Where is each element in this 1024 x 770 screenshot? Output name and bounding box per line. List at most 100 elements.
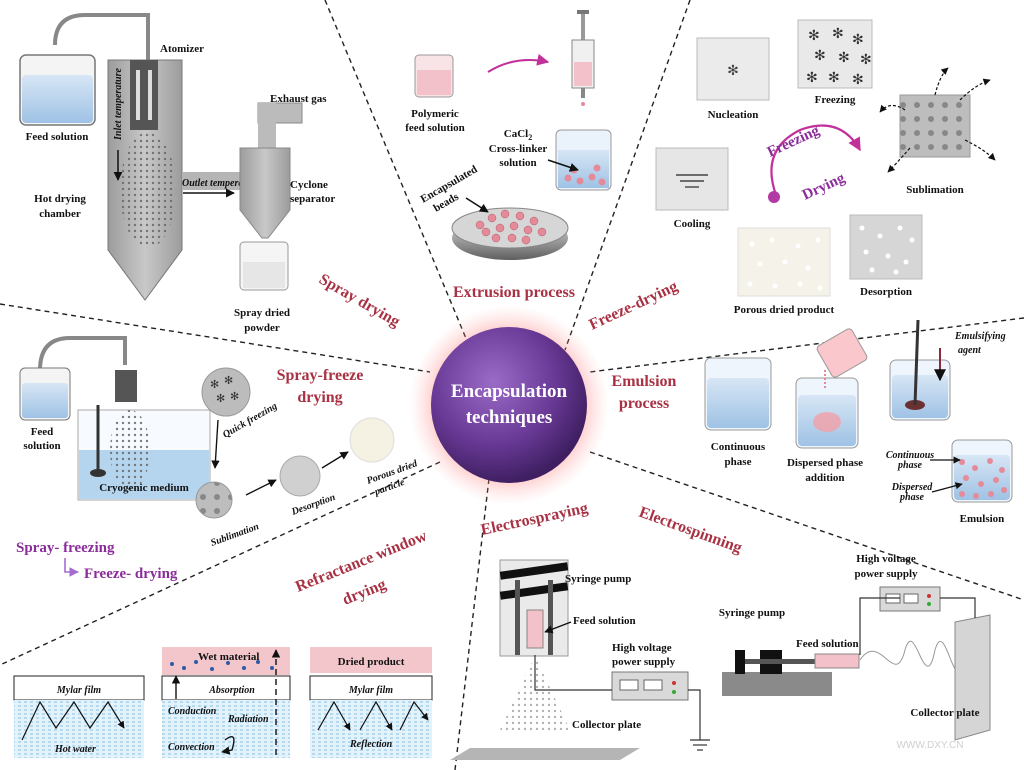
- svg-text:✻: ✻: [814, 48, 826, 64]
- section-spray-freeze-line1: Spray-freeze: [277, 367, 364, 384]
- svg-text:✻: ✻: [224, 374, 233, 387]
- cooling-label: Cooling: [674, 218, 711, 230]
- dispersed-small-2: phase: [899, 492, 924, 503]
- exhaust-gas-label: Exhaust gas: [270, 93, 327, 105]
- outlet-temperature-label: Outlet temperature: [182, 178, 261, 189]
- sfd-nozzle: [115, 370, 137, 402]
- esp-collector-label: Collector plate: [910, 707, 979, 719]
- freezing-label: Freezing: [815, 94, 856, 106]
- svg-text:✻: ✻: [852, 72, 864, 88]
- wet-material-label: Wet material: [198, 651, 259, 663]
- section-spray-freeze-line2: drying: [297, 389, 342, 406]
- agent-label: agent: [958, 345, 982, 356]
- cacl2-label: CaCl2: [504, 128, 532, 142]
- separator-label: separator: [290, 193, 335, 205]
- esp-pump-base: [722, 672, 832, 696]
- esp-syringe-pump-label: Syringe pump: [719, 607, 785, 619]
- atomizer-label: Atomizer: [160, 43, 204, 55]
- electrospinning-panel: High voltage power supply Syringe pump F…: [719, 553, 991, 741]
- esp-high-voltage-2: power supply: [854, 568, 918, 580]
- wet-material-layer: [162, 647, 290, 675]
- hot-drying-label: Hot drying: [34, 193, 86, 205]
- freezing-square: [797, 19, 873, 89]
- cross-linker-label: Cross-linker: [489, 143, 548, 155]
- emulsifying-label: Emulsifying: [954, 331, 1006, 342]
- svg-text:✻: ✻: [806, 70, 818, 86]
- extrusion-panel: Polymeric feed solution CaCl2 Cross-link…: [405, 10, 612, 260]
- freeze-dry-cycle-arrow: Freezing Drying: [765, 122, 861, 204]
- center-title-line1: Encapsulation: [451, 381, 568, 402]
- es-high-voltage-2: power supply: [612, 656, 676, 668]
- absorption-film: [161, 675, 291, 701]
- svg-text:✻: ✻: [230, 390, 239, 403]
- cyclone: [239, 147, 291, 239]
- cooling-square: [655, 147, 729, 211]
- emulsion-panel: Continuous phase Dispersed phase additio…: [704, 319, 1013, 525]
- svg-text:✻: ✻: [828, 70, 840, 86]
- svg-text:✻: ✻: [727, 63, 739, 79]
- svg-text:✻: ✻: [860, 52, 872, 68]
- es-collector-plate: [450, 748, 640, 760]
- center-title-line2: techniques: [466, 407, 553, 428]
- emulsion-label: Emulsion: [960, 513, 1005, 525]
- nucleation-square: [696, 37, 770, 101]
- es-syringe-pump-label: Syringe pump: [565, 573, 631, 585]
- hot-water-label: Hot water: [54, 744, 96, 755]
- freeze-drying-label: Freeze- drying: [84, 566, 178, 582]
- inlet-temperature-label: Inlet temperature: [113, 67, 124, 141]
- conduction-label: Conduction: [168, 706, 217, 717]
- spray-freezing-label: Spray- freezing: [16, 540, 115, 556]
- es-feed-solution-label: Feed solution: [573, 615, 636, 627]
- svg-text:✻: ✻: [838, 50, 850, 66]
- continuous-small-1: Continuous: [886, 450, 934, 461]
- desorption-particle: [279, 455, 321, 497]
- reflection-label: Reflection: [349, 739, 393, 750]
- electrospraying-panel: Syringe pump Feed solution High voltage …: [450, 559, 710, 760]
- dispersed-addition-label-2: addition: [805, 472, 844, 484]
- dispersed-small-1: Dispersed: [891, 482, 934, 493]
- section-electrospinning: Electrospinning: [637, 504, 744, 557]
- dispersed-addition-label-1: Dispersed phase: [787, 457, 863, 469]
- es-high-voltage-1: High voltage: [612, 642, 672, 654]
- section-electrospraying: Electrospraying: [479, 500, 589, 539]
- freeze-drying-panel: ✻ Nucleation ✻✻✻ ✻✻✻ ✻✻✻ Freezing Sublim…: [655, 19, 996, 316]
- nucleation-label: Nucleation: [708, 109, 759, 121]
- sublimation-label: Sublimation: [906, 184, 963, 196]
- section-refractance-line2: drying: [340, 576, 388, 609]
- continuous-small-2: phase: [897, 460, 922, 471]
- syringe-icon: [571, 10, 595, 106]
- center-node: Encapsulation techniques: [409, 305, 609, 505]
- atomizer-nozzle: [130, 60, 158, 130]
- cyclone-label: Cyclone: [290, 179, 328, 191]
- svg-text:✻: ✻: [852, 32, 864, 48]
- freezing-cycle-label: Freezing: [765, 122, 823, 160]
- watermark-text: WWW.DXY.CN: [896, 740, 963, 751]
- cryogenic-label: Cryogenic medium: [99, 482, 189, 494]
- esp-feed-solution-label: Feed solution: [796, 638, 859, 650]
- continuous-label: Continuous: [711, 441, 766, 453]
- svg-text:✻: ✻: [216, 392, 225, 405]
- section-emulsion-line1: Emulsion: [612, 373, 677, 390]
- sfd-feed-label: Feed: [31, 426, 54, 438]
- section-extrusion: Extrusion process: [453, 284, 575, 301]
- section-freeze-drying: Freeze-drying: [587, 278, 681, 334]
- powder-label: powder: [244, 322, 280, 334]
- sublimating-particle: [195, 481, 233, 519]
- polymeric-feed-label: feed solution: [405, 122, 465, 134]
- convection-label: Convection: [168, 742, 215, 753]
- dried-product-label: Dried product: [338, 656, 405, 668]
- absorption-label: Absorption: [208, 685, 255, 696]
- es-collector-label: Collector plate: [572, 719, 641, 731]
- dried-product-layer: [310, 647, 432, 673]
- svg-text:✻: ✻: [832, 26, 844, 42]
- esp-collector-plate: [954, 614, 991, 741]
- porous-particle: [349, 417, 395, 463]
- section-emulsion-line2: process: [619, 395, 669, 412]
- pouring-beaker: [816, 328, 868, 378]
- feed-solution-label: Feed solution: [26, 131, 89, 143]
- sfd-sublimation-label: Sublimation: [209, 521, 261, 549]
- svg-text:✻: ✻: [808, 28, 820, 44]
- desorption-label: Desorption: [860, 286, 912, 298]
